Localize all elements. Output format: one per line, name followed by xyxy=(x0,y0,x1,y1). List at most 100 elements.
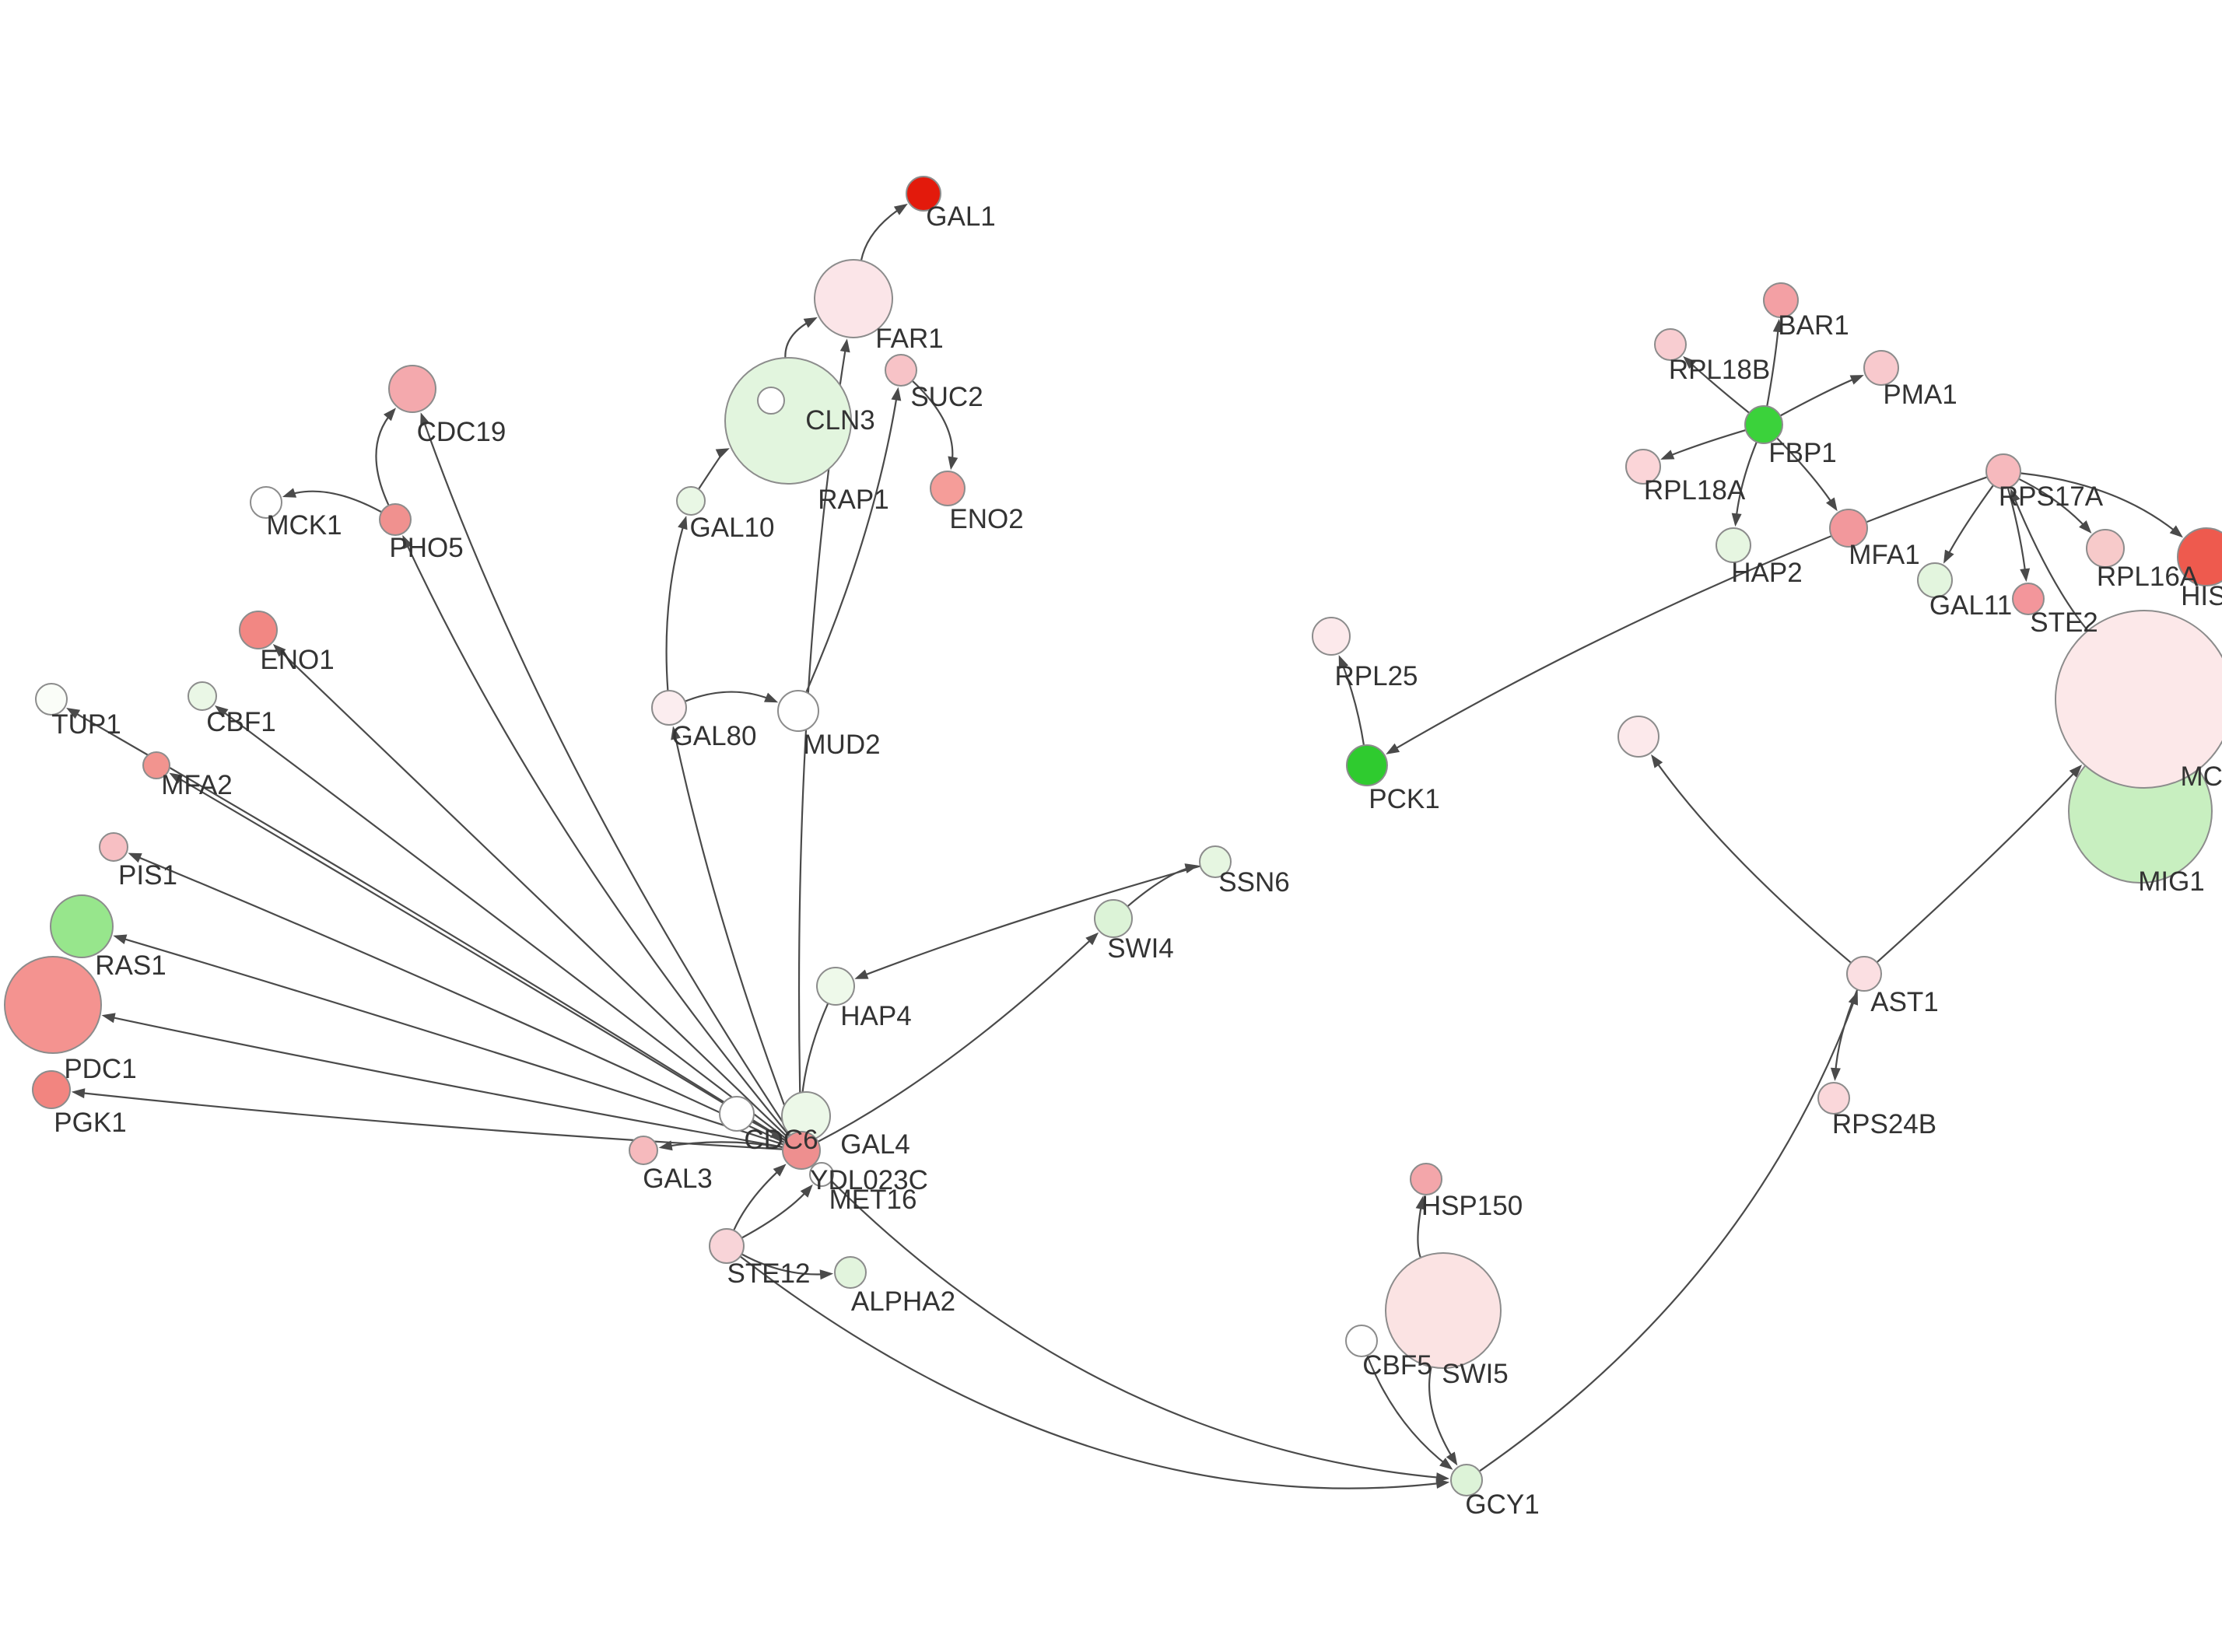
node-MET16[interactable] xyxy=(809,1162,834,1187)
node-SSN6[interactable] xyxy=(1199,845,1232,878)
edge-FAR1-GAL1[interactable] xyxy=(860,205,904,261)
edge-GCY1-AST1[interactable] xyxy=(1478,996,1857,1472)
node-GAL80[interactable] xyxy=(651,690,687,726)
edge-RPS17A-RPL16A[interactable] xyxy=(2018,478,2089,530)
node-ENO2[interactable] xyxy=(930,471,966,506)
edge-GAL4-PDC1[interactable] xyxy=(107,1015,783,1148)
edge-MCM1-RPS17A[interactable] xyxy=(2011,493,2089,632)
edge-AST1-UNNAMED1[interactable] xyxy=(1653,758,1852,964)
edge-GAL4-MFA2[interactable] xyxy=(173,775,787,1142)
node-CDC6[interactable] xyxy=(719,1096,755,1132)
node-SWI4[interactable] xyxy=(1094,899,1133,938)
node-GAL10[interactable] xyxy=(676,486,706,516)
edge-FBP1-MFA1[interactable] xyxy=(1776,437,1835,508)
node-label-HSP150: HSP150 xyxy=(1421,1191,1523,1221)
node-SWI5[interactable] xyxy=(1385,1252,1502,1369)
node-label-RPL18B: RPL18B xyxy=(1669,355,1770,385)
node-CBF5[interactable] xyxy=(1345,1325,1378,1357)
node-GAL11[interactable] xyxy=(1917,562,1953,598)
node-PGK1[interactable] xyxy=(32,1070,71,1109)
node-MFA1[interactable] xyxy=(1829,509,1868,548)
edge-GAL4-CBF1[interactable] xyxy=(218,708,787,1140)
edge-SSN6-HAP4[interactable] xyxy=(859,865,1201,978)
node-CBF1[interactable] xyxy=(188,681,217,711)
edge-MUD2-SUC2[interactable] xyxy=(805,392,899,693)
edge-FBP1-RPL18A[interactable] xyxy=(1665,429,1747,459)
edge-AST1-MCM1[interactable] xyxy=(1876,768,2080,964)
node-label-SUC2: SUC2 xyxy=(910,382,983,412)
edge-CBF5-GCY1[interactable] xyxy=(1366,1355,1449,1468)
node-BAR1[interactable] xyxy=(1763,282,1799,318)
arrowhead-SUC2-ENO2 xyxy=(948,456,959,471)
node-MUD2[interactable] xyxy=(777,690,819,732)
edge-RPS17A-HIS4[interactable] xyxy=(2020,472,2180,535)
edge-GAL80-GAL10[interactable] xyxy=(665,520,686,691)
node-HIS4[interactable] xyxy=(2177,527,2222,586)
edge-STE12-MET16[interactable] xyxy=(741,1188,810,1239)
node-HSP150[interactable] xyxy=(1410,1163,1442,1195)
node-HAP4[interactable] xyxy=(816,967,855,1006)
node-GAL4[interactable] xyxy=(782,1131,821,1170)
edge-FBP1-PMA1[interactable] xyxy=(1779,376,1859,417)
node-RPS24B[interactable] xyxy=(1817,1082,1850,1115)
edge-GAL4-PIS1[interactable] xyxy=(132,854,785,1143)
edge-SWI5-GCY1[interactable] xyxy=(1428,1367,1456,1461)
node-GAL3[interactable] xyxy=(629,1136,658,1165)
edge-GAL4-SWI4[interactable] xyxy=(817,935,1095,1143)
edge-GAL4-PHO5[interactable] xyxy=(404,539,790,1137)
node-HAP2[interactable] xyxy=(1716,527,1751,563)
node-RPL25[interactable] xyxy=(1312,617,1351,656)
node-RAP1[interactable] xyxy=(757,387,785,415)
edge-STE12-GAL4[interactable] xyxy=(733,1167,783,1231)
node-UNNAMED1[interactable] xyxy=(1617,716,1659,758)
node-PCK1[interactable] xyxy=(1346,744,1388,786)
node-FBP1[interactable] xyxy=(1744,405,1783,444)
edge-GAL4-ENO1[interactable] xyxy=(276,647,789,1139)
node-PMA1[interactable] xyxy=(1863,350,1899,386)
edge-RPS17A-GAL11[interactable] xyxy=(1945,485,1994,559)
edge-GAL4-GAL3[interactable] xyxy=(664,1141,783,1149)
node-RAS1[interactable] xyxy=(50,894,114,958)
node-MFA2[interactable] xyxy=(142,751,170,779)
edge-GAL4-CDC19[interactable] xyxy=(421,417,792,1136)
node-PDC1[interactable] xyxy=(4,956,102,1054)
node-TUP1[interactable] xyxy=(35,683,68,716)
node-RPS17A[interactable] xyxy=(1985,453,2021,489)
node-label-CDC19: CDC19 xyxy=(417,417,506,447)
node-STE12[interactable] xyxy=(709,1228,745,1264)
edge-PHO5-MCK1[interactable] xyxy=(287,490,382,513)
node-STE2[interactable] xyxy=(2012,583,2045,615)
node-AST1[interactable] xyxy=(1846,956,1882,992)
node-CDC19[interactable] xyxy=(388,365,436,413)
edge-GAL4-GCY1[interactable] xyxy=(813,1163,1445,1479)
edge-FBP1-HAP2[interactable] xyxy=(1735,441,1758,522)
node-SUC2[interactable] xyxy=(885,354,917,387)
edge-GAL4-PGK1[interactable] xyxy=(76,1091,783,1150)
edges-layer xyxy=(66,203,2183,1489)
node-RPL16A[interactable] xyxy=(2086,529,2125,568)
edge-RPS17A-STE2[interactable] xyxy=(2006,487,2027,577)
edge-RPS17A-PCK1[interactable] xyxy=(1390,476,1988,753)
node-PIS1[interactable] xyxy=(99,832,128,862)
node-MCK1[interactable] xyxy=(250,486,282,519)
node-RPL18A[interactable] xyxy=(1625,449,1661,485)
edge-PCK1-RPL25[interactable] xyxy=(1340,660,1365,746)
edge-GAL4-RAS1[interactable] xyxy=(117,936,784,1146)
node-ALPHA2[interactable] xyxy=(834,1256,867,1289)
node-MCM1[interactable] xyxy=(2055,610,2222,789)
edge-STE12-GCY1[interactable] xyxy=(739,1255,1445,1489)
node-CLN3[interactable] xyxy=(724,357,852,485)
edge-PHO5-CDC19[interactable] xyxy=(375,411,394,506)
node-label-CBF5: CBF5 xyxy=(1362,1350,1432,1381)
edge-GAL80-MUD2[interactable] xyxy=(684,691,774,702)
edge-GAL4-GAL80[interactable] xyxy=(673,731,796,1133)
node-ENO1[interactable] xyxy=(239,611,278,649)
edge-SWI4-SSN6[interactable] xyxy=(1127,866,1193,908)
node-RPL18B[interactable] xyxy=(1654,328,1687,361)
node-PHO5[interactable] xyxy=(379,503,412,536)
node-GCY1[interactable] xyxy=(1450,1464,1483,1496)
edge-SUC2-ENO2[interactable] xyxy=(911,380,954,465)
node-GAL1[interactable] xyxy=(906,176,941,212)
node-FAR1[interactable] xyxy=(814,259,893,338)
edge-STE12-ALPHA2[interactable] xyxy=(741,1253,829,1276)
